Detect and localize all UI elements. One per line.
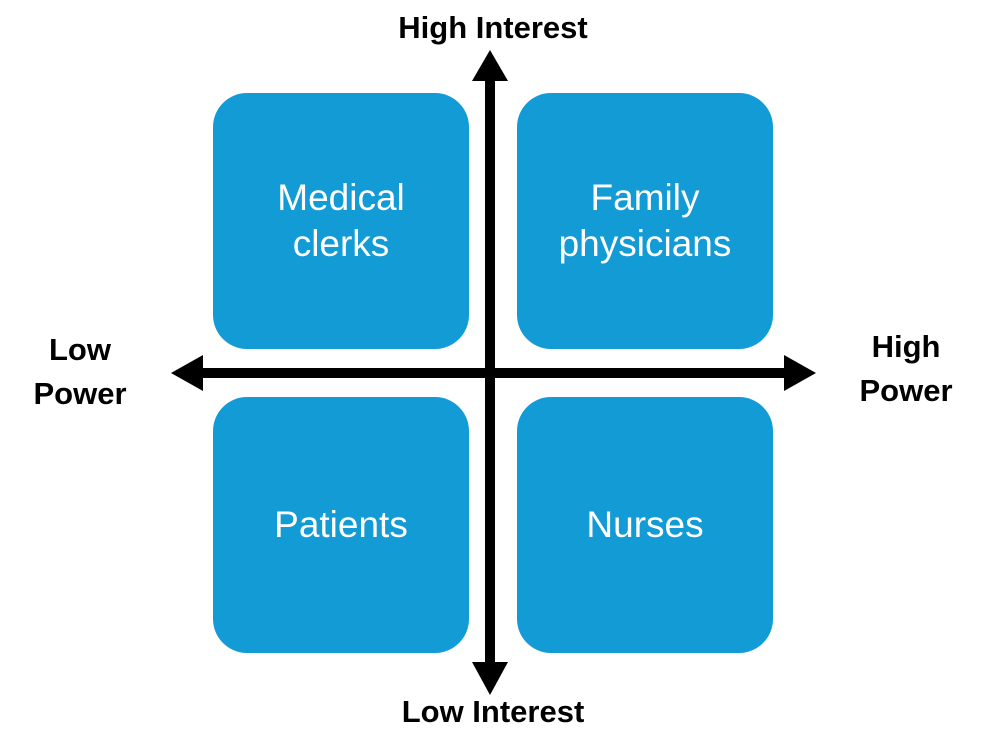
quadrant-label: Nurses <box>586 504 704 545</box>
quadrant-top-left: Medical clerks <box>213 93 469 349</box>
quadrant-label: Patients <box>274 504 408 545</box>
axis-label-low-power: Low Power <box>33 332 127 411</box>
axis-label-high-interest: High Interest <box>398 10 588 45</box>
quadrant-bottom-right: Nurses <box>517 397 773 653</box>
quadrant-bottom-left: Patients <box>213 397 469 653</box>
quadrant-label: Family physicians <box>558 177 732 264</box>
arrow-right-icon <box>784 355 816 391</box>
arrow-left-icon <box>171 355 203 391</box>
quadrant-label: Medical clerks <box>277 177 405 264</box>
arrow-up-icon <box>472 50 508 81</box>
arrow-down-icon <box>472 662 508 695</box>
axis-label-high-power: High Power <box>859 329 953 408</box>
axis-label-low-interest: Low Interest <box>401 694 585 729</box>
quadrant-top-right: Family physicians <box>517 93 773 349</box>
